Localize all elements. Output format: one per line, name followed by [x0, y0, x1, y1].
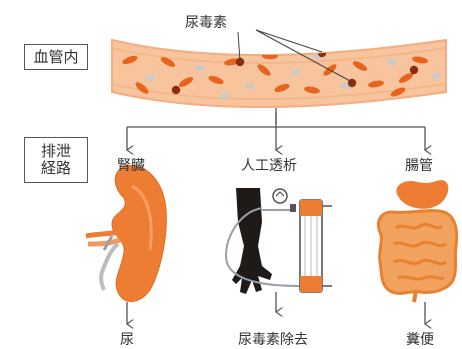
- excretion-route-line2: 経路: [41, 160, 71, 177]
- red-blood-cell: [262, 53, 278, 59]
- uremic-toxin-dot: [410, 66, 418, 74]
- blood-vessel-label: 血管内: [24, 44, 88, 70]
- uremic-toxin-dot: [172, 86, 180, 94]
- dialysis-arm-icon: [232, 188, 272, 294]
- kidney-icon: [86, 165, 166, 301]
- uremic-toxin-label: 尿毒素: [185, 12, 227, 32]
- output-arrows: [127, 292, 425, 324]
- kidney-label: 腎臓: [117, 155, 145, 175]
- dialysis-label: 人工透析: [241, 155, 297, 175]
- blood-vessel: [112, 40, 446, 107]
- excretion-route-label: 排泄 経路: [24, 137, 88, 183]
- feces-label: 糞便: [406, 329, 434, 349]
- intestine-label: 腸管: [405, 155, 433, 175]
- intestine-icon: [379, 180, 457, 302]
- grey-cell: [195, 65, 205, 71]
- excretion-route-line1: 排泄: [41, 143, 71, 160]
- branch-arrows: [127, 112, 425, 150]
- urine-label: 尿: [120, 329, 134, 349]
- toxin-removal-label: 尿毒素除去: [238, 329, 308, 349]
